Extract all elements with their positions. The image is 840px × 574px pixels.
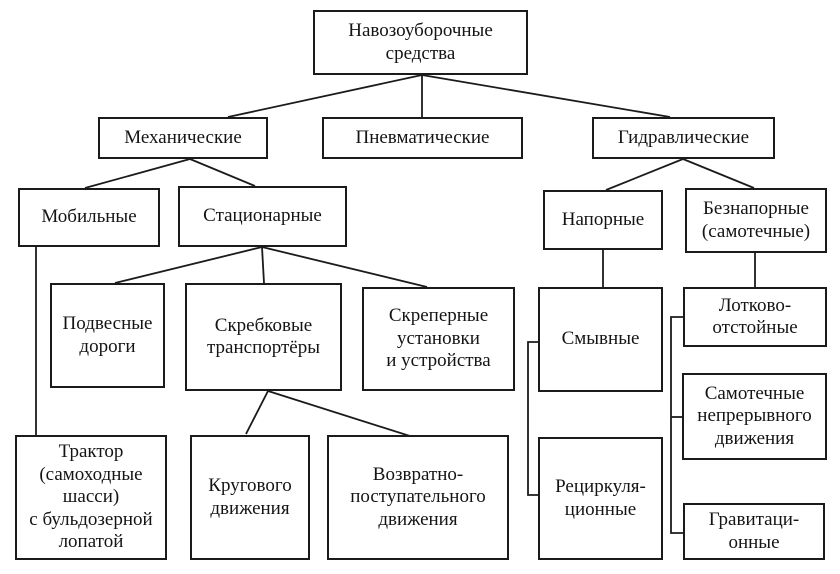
node-hydraulic: Гидравлические (592, 117, 775, 159)
node-scraper-conveyors: Скребковые транспортёры (185, 283, 342, 391)
node-label-root: Навозоуборочные средства (348, 20, 493, 64)
node-label-flush: Смывные (561, 328, 640, 350)
node-label-reciprocating: Возвратно- поступательного движения (350, 463, 486, 530)
node-gravity-continuous: Самотечные непрерывного движения (682, 373, 827, 460)
node-mechanical: Механические (98, 117, 268, 159)
node-label-hydraulic: Гидравлические (617, 126, 750, 148)
node-label-overhead-roads: Подвесные дороги (62, 313, 153, 357)
node-label-gravitational: Гравитаци- онные (708, 509, 800, 553)
node-pressure: Напорные (543, 190, 663, 250)
node-label-non-pressure: Безнапорные (самотечные) (701, 198, 811, 242)
node-label-trough-settling: Лотково- отстойные (712, 294, 798, 338)
node-non-pressure: Безнапорные (самотечные) (685, 188, 827, 253)
node-tractor: Трактор (самоходные шасси) с бульдозерно… (15, 435, 167, 560)
edge-scraper-conveyors--circular-motion (245, 390, 269, 435)
node-label-circular-motion: Кругового движения (208, 475, 292, 519)
node-label-scraper-conveyors: Скребковые транспортёры (207, 314, 320, 358)
node-reciprocating: Возвратно- поступательного движения (327, 435, 509, 560)
edge-trough-settling--gravitational (670, 316, 683, 534)
node-label-mechanical: Механические (124, 126, 242, 148)
edge-mechanical--stationary (189, 158, 256, 187)
node-label-pneumatic: Пневматические (355, 126, 490, 148)
node-label-scraper-units: Скреперные установки и устройства (386, 305, 491, 372)
edge-root--hydraulic (421, 74, 671, 118)
node-label-mobile: Мобильные (41, 206, 137, 228)
edge-hydraulic--non-pressure (682, 158, 755, 189)
node-label-gravity-continuous: Самотечные непрерывного движения (697, 382, 812, 449)
node-overhead-roads: Подвесные дороги (50, 283, 165, 388)
node-root: Навозоуборочные средства (313, 10, 528, 75)
node-pneumatic: Пневматические (322, 117, 523, 159)
edge-root--mechanical (227, 74, 423, 118)
edge-mechanical--mobile (84, 158, 191, 189)
node-recirculation: Рециркуля- ционные (538, 437, 663, 560)
node-label-pressure: Напорные (561, 208, 645, 230)
node-mobile: Мобильные (18, 188, 160, 247)
node-circular-motion: Кругового движения (190, 435, 310, 560)
edge-stationary--scraper-conveyors (261, 246, 265, 284)
node-flush: Смывные (538, 287, 663, 392)
edge-stationary--overhead-roads (114, 246, 263, 284)
edge-flush--recirculation (527, 341, 538, 496)
node-label-tractor: Трактор (самоходные шасси) с бульдозерно… (29, 441, 153, 553)
node-label-recirculation: Рециркуля- ционные (555, 476, 646, 520)
node-stationary: Стационарные (178, 186, 347, 247)
node-label-stationary: Стационарные (203, 205, 322, 227)
edge-hydraulic--pressure (605, 158, 684, 191)
edge-scraper-conveyors--reciprocating (267, 390, 414, 438)
node-scraper-units: Скреперные установки и устройства (362, 287, 515, 391)
node-gravitational: Гравитаци- онные (683, 503, 825, 560)
node-trough-settling: Лотково- отстойные (683, 287, 827, 347)
edge-stationary--scraper-units (261, 246, 428, 288)
